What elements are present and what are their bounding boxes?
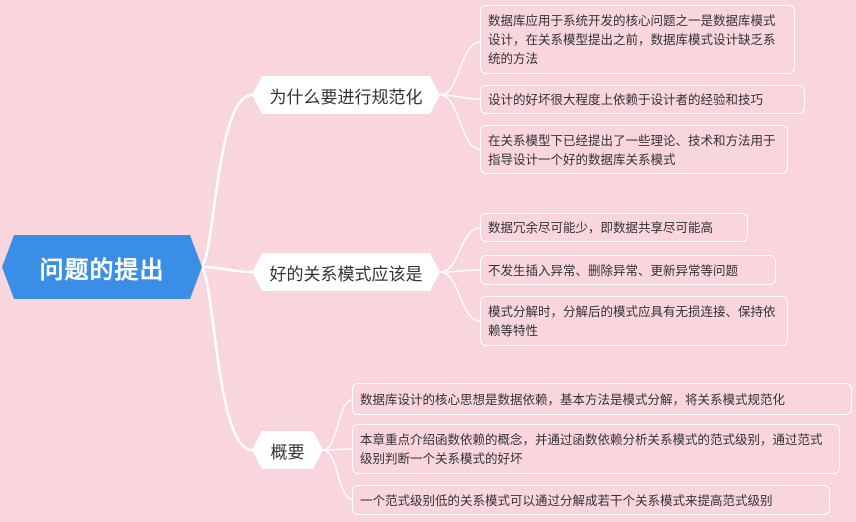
branch-label: 好的关系模式应该是: [269, 264, 423, 285]
root-topic-label: 问题的提出: [39, 255, 165, 284]
leaf-topic[interactable]: 不发生插入异常、删除异常、更新异常等问题: [480, 255, 776, 285]
leaf-text: 不发生插入异常、删除异常、更新异常等问题: [488, 262, 739, 278]
leaf-text: 在关系模型下已经提出了一些理论、技术和方法用于指导设计一个好的数据库关系模式: [488, 132, 776, 167]
leaf-topic[interactable]: 一个范式级别低的关系模式可以通过分解成若干个关系模式来提高范式级别: [352, 485, 830, 515]
root-topic[interactable]: 问题的提出: [2, 235, 202, 299]
leaf-text: 数据库设计的核心思想是数据依赖，基本方法是模式分解，将关系模式规范化: [360, 391, 786, 407]
leaf-text: 模式分解时，分解后的模式应具有无损连接、保持依赖等特性: [488, 304, 776, 338]
leaf-text: 本章重点介绍函数依赖的概念，并通过函数依赖分析关系模式的范式级别，通过范式级别判…: [360, 432, 823, 466]
branch-label: 概要: [270, 442, 305, 463]
branch-good-schema[interactable]: 好的关系模式应该是: [252, 253, 440, 291]
leaf-topic[interactable]: 数据库设计的核心思想是数据依赖，基本方法是模式分解，将关系模式规范化: [352, 383, 852, 415]
leaf-text: 数据冗余尽可能少，即数据共享尽可能高: [488, 220, 714, 235]
branch-why-normalize[interactable]: 为什么要进行规范化: [252, 76, 440, 114]
leaf-text: 一个范式级别低的关系模式可以通过分解成若干个关系模式来提高范式级别: [360, 492, 773, 508]
branch-summary[interactable]: 概要: [252, 431, 323, 469]
leaf-text: 数据库应用于系统开发的核心问题之一是数据库模式设计，在关系模型提出之前，数据库模…: [488, 13, 776, 66]
leaf-topic[interactable]: 数据冗余尽可能少，即数据共享尽可能高: [480, 213, 748, 242]
leaf-topic[interactable]: 本章重点介绍函数依赖的概念，并通过函数依赖分析关系模式的范式级别，通过范式级别判…: [352, 424, 840, 474]
leaf-topic[interactable]: 设计的好坏很大程度上依赖于设计者的经验和技巧: [480, 85, 805, 114]
leaf-topic[interactable]: 数据库应用于系统开发的核心问题之一是数据库模式设计，在关系模型提出之前，数据库模…: [480, 5, 795, 74]
leaf-text: 设计的好坏很大程度上依赖于设计者的经验和技巧: [488, 92, 764, 107]
leaf-topic[interactable]: 模式分解时，分解后的模式应具有无损连接、保持依赖等特性: [480, 296, 788, 346]
branch-label: 为什么要进行规范化: [269, 87, 423, 108]
leaf-topic[interactable]: 在关系模型下已经提出了一些理论、技术和方法用于指导设计一个好的数据库关系模式: [480, 125, 788, 174]
